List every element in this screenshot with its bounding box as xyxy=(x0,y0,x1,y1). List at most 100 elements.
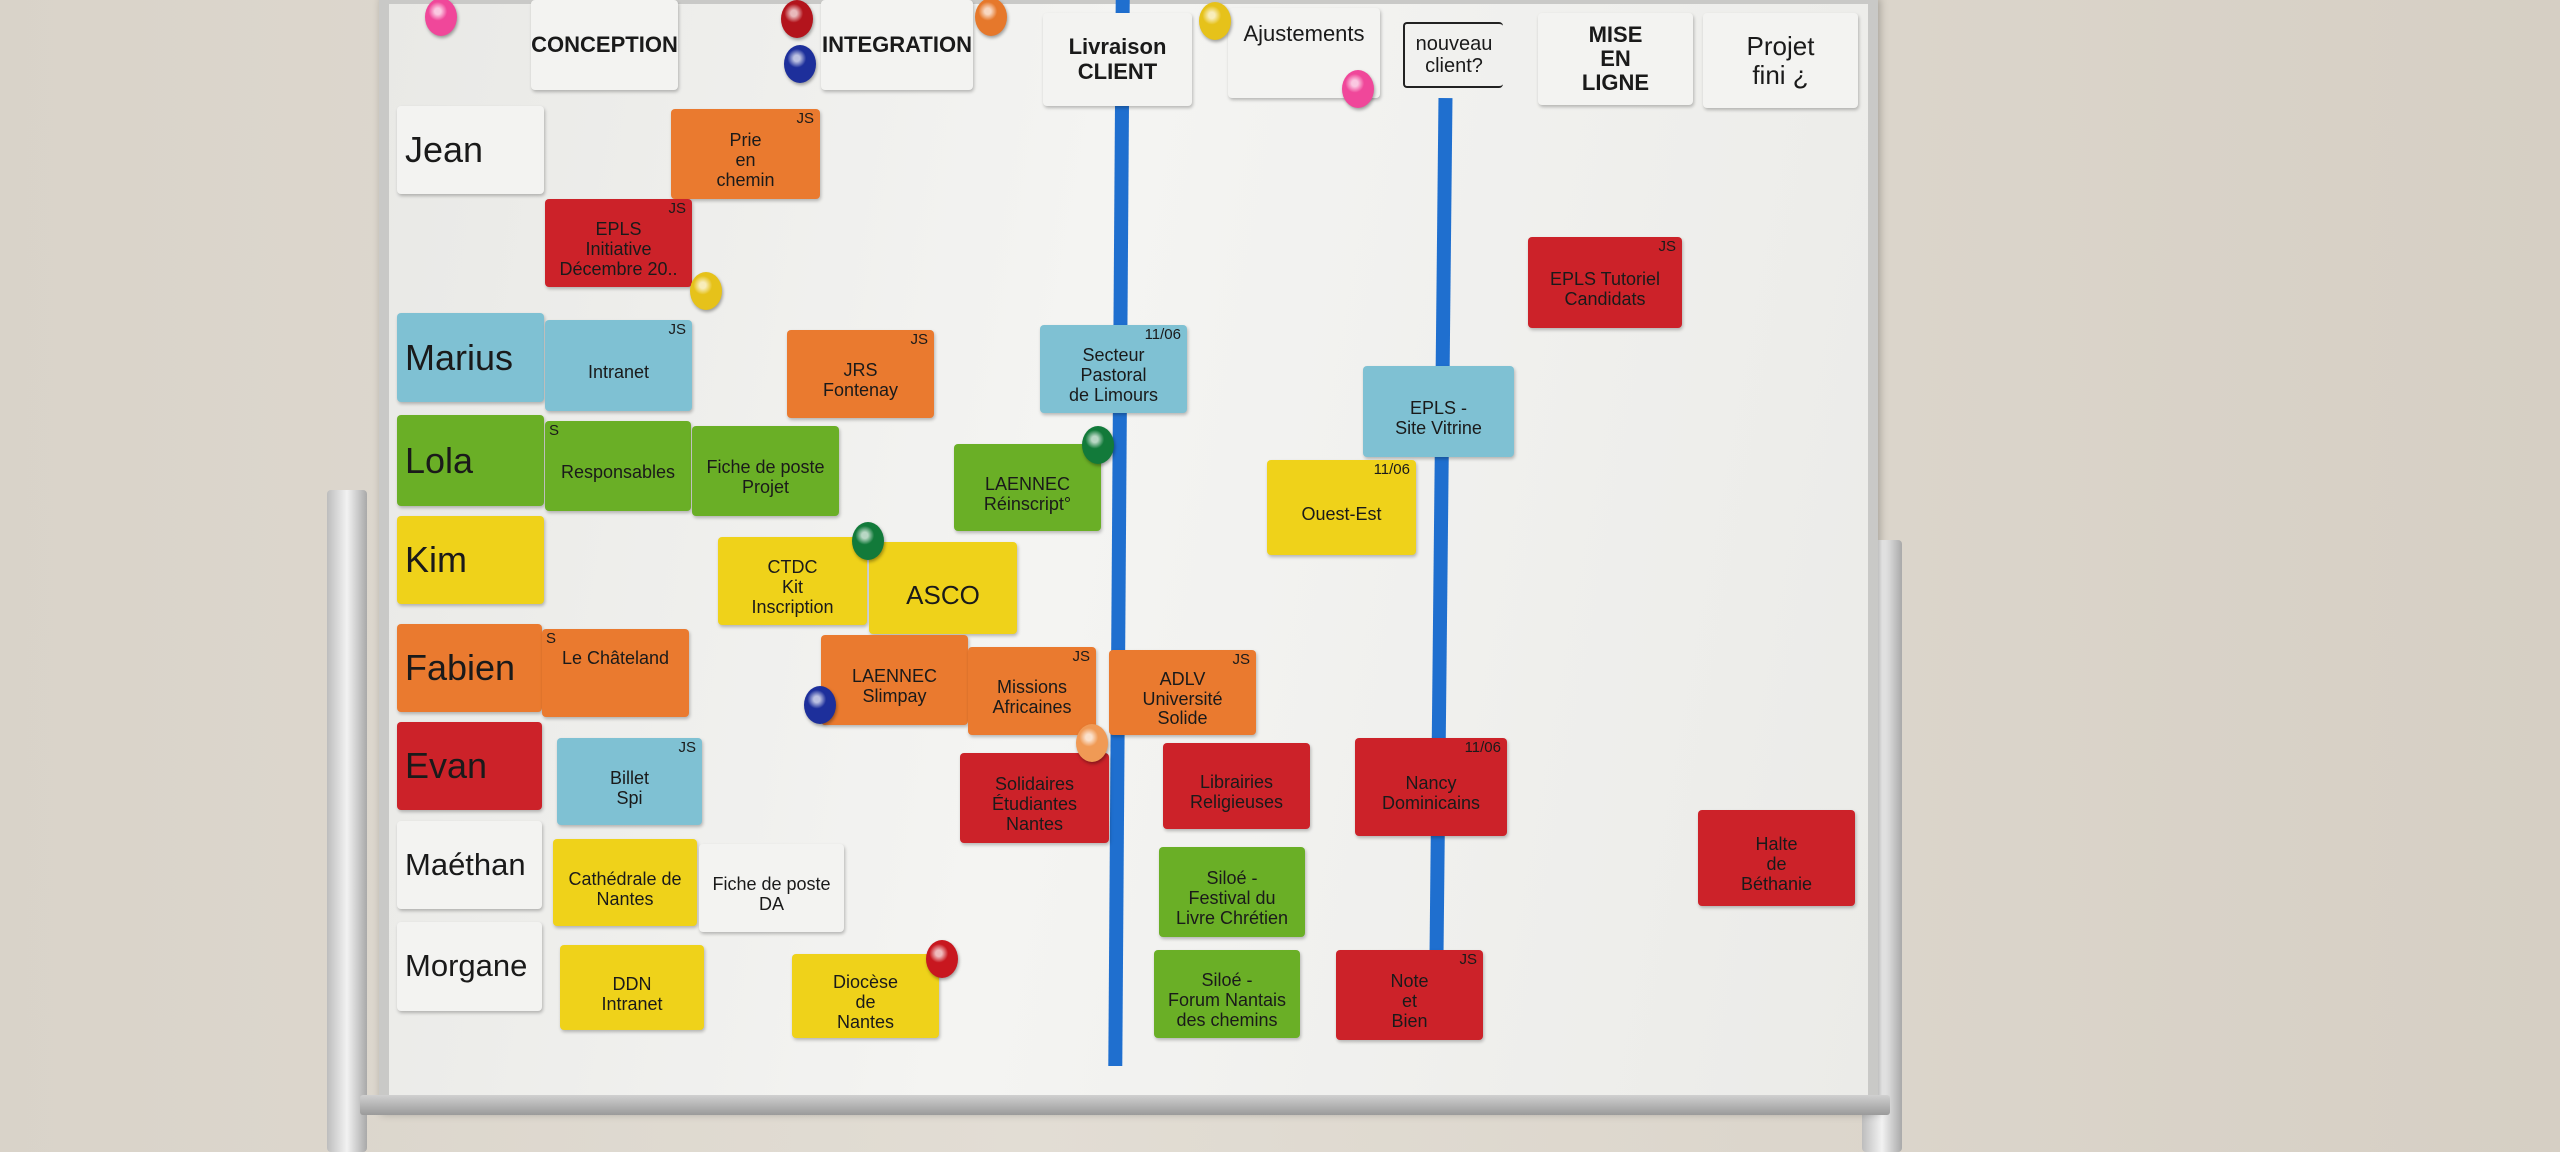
card-text: EPLS - Site Vitrine xyxy=(1395,397,1482,438)
task-card: Secteur Pastoral de Limours 11/06 xyxy=(1040,325,1187,413)
card-tag: JS xyxy=(1072,648,1090,665)
red-magnet xyxy=(781,0,813,38)
person-label-kim: Kim xyxy=(397,516,544,604)
column-header-integration: INTEGRATION xyxy=(821,0,973,90)
card-text: Billet Spi xyxy=(609,767,649,808)
stand-leg-left xyxy=(327,490,367,1152)
task-card: Cathédrale de Nantes xyxy=(553,839,697,926)
column-header-nouveau-client: nouveau client? xyxy=(1403,22,1503,88)
card-tag: JS xyxy=(910,331,928,348)
card-tag: S xyxy=(549,422,560,439)
task-card: Librairies Religieuses xyxy=(1163,743,1310,829)
orange-magnet xyxy=(975,0,1007,36)
card-text: Solidaires Étudiantes Nantes xyxy=(991,774,1078,834)
task-card: CTDC Kit Inscription xyxy=(718,537,867,625)
person-label-evan: Evan xyxy=(397,722,542,810)
task-card: Nancy Dominicains 11/06 xyxy=(1355,738,1507,836)
orange-magnet xyxy=(1076,724,1108,762)
person-label-maethan: Maéthan xyxy=(397,821,542,909)
task-card: ASCO xyxy=(869,542,1017,634)
card-text: Prie en chemin xyxy=(716,130,775,190)
marker-tray xyxy=(360,1095,1890,1115)
person-label-lola: Lola xyxy=(397,415,544,506)
pink-magnet xyxy=(1342,70,1374,108)
task-card: Diocèse de Nantes xyxy=(792,954,939,1038)
card-text: DDN Intranet xyxy=(601,973,663,1014)
task-card: Halte de Béthanie xyxy=(1698,810,1855,906)
card-text: Fiche de poste DA xyxy=(712,874,831,914)
blue-magnet xyxy=(804,686,836,724)
pink-magnet xyxy=(425,0,457,36)
card-tag: 11/06 xyxy=(1464,739,1501,756)
task-card: Prie en chemin JS xyxy=(671,109,820,199)
column-header-livraison-client: Livraison CLIENT xyxy=(1043,13,1192,106)
card-text: LAENNEC Réinscript° xyxy=(983,473,1072,514)
card-text: Librairies Religieuses xyxy=(1189,772,1284,812)
green-magnet xyxy=(1082,426,1114,464)
column-header-projet-fini: Projet fini ¿ xyxy=(1703,13,1858,108)
green-magnet xyxy=(852,522,884,560)
card-text: Halte de Béthanie xyxy=(1740,834,1813,894)
card-text: Note et Bien xyxy=(1390,971,1429,1031)
card-tag: 11/06 xyxy=(1144,326,1181,343)
task-card: Siloé - Forum Nantais des chemins xyxy=(1154,950,1300,1038)
person-label-fabien: Fabien xyxy=(397,624,542,712)
card-tag: S xyxy=(546,630,557,647)
card-text: ASCO xyxy=(906,579,980,610)
card-tag: 11/06 xyxy=(1373,461,1410,478)
blue-magnet xyxy=(784,45,816,83)
person-label-morgane: Morgane xyxy=(397,922,542,1011)
card-text: Ouest-Est xyxy=(1301,503,1382,524)
task-card: LAENNEC Slimpay xyxy=(821,635,968,725)
task-card: Billet Spi JS xyxy=(557,738,702,825)
card-text: JRS Fontenay xyxy=(822,360,899,400)
yellow-magnet xyxy=(690,272,722,310)
card-text: EPLS Initiative Décembre 20.. xyxy=(559,219,678,279)
card-text: CTDC Kit Inscription xyxy=(751,557,834,617)
task-card: LAENNEC Réinscript° xyxy=(954,444,1101,531)
task-card: Ouest-Est 11/06 xyxy=(1267,460,1416,555)
task-card: Solidaires Étudiantes Nantes xyxy=(960,753,1109,843)
card-tag: JS xyxy=(668,321,686,338)
card-text: Intranet xyxy=(587,361,650,382)
card-text: Nancy Dominicains xyxy=(1381,773,1481,813)
column-header-mise-en-ligne: MISE EN LIGNE xyxy=(1538,13,1693,105)
column-header-conception: CONCEPTION xyxy=(531,0,678,90)
card-text: LAENNEC Slimpay xyxy=(851,666,938,706)
task-card: JRS Fontenay JS xyxy=(787,330,934,418)
card-text: Le Châteland xyxy=(561,648,670,668)
task-card: DDN Intranet xyxy=(560,945,704,1030)
card-tag: JS xyxy=(668,200,686,217)
card-tag: JS xyxy=(678,739,696,756)
card-tag: JS xyxy=(796,110,814,127)
card-tag: JS xyxy=(1658,238,1676,255)
red-magnet xyxy=(926,940,958,978)
card-tag: JS xyxy=(1232,651,1250,668)
card-text: Responsables xyxy=(560,462,676,483)
task-card: Responsables S xyxy=(545,421,691,511)
card-text: Siloé - Festival du Livre Chrétien xyxy=(1175,868,1289,928)
card-text: Secteur Pastoral de Limours xyxy=(1068,345,1159,405)
card-text: Cathédrale de Nantes xyxy=(568,868,682,909)
card-text: Diocèse de Nantes xyxy=(832,972,899,1032)
card-text: Siloé - Forum Nantais des chemins xyxy=(1167,970,1287,1030)
task-card: EPLS Tutoriel Candidats JS xyxy=(1528,237,1682,328)
task-card: Fiche de poste Projet xyxy=(692,426,839,516)
task-card: EPLS - Site Vitrine xyxy=(1363,366,1514,457)
task-card: Siloé - Festival du Livre Chrétien xyxy=(1159,847,1305,937)
task-card: Fiche de poste DA xyxy=(699,844,844,932)
task-card: Intranet JS xyxy=(545,320,692,411)
task-card: EPLS Initiative Décembre 20.. JS xyxy=(545,199,692,287)
card-text: EPLS Tutoriel Candidats xyxy=(1549,268,1661,309)
card-tag: JS xyxy=(1459,951,1477,968)
person-label-jean: Jean xyxy=(397,106,544,194)
card-text: Missions Africaines xyxy=(992,677,1072,717)
task-card: ADLV Université Solide JS xyxy=(1109,650,1256,735)
task-card: Note et Bien JS xyxy=(1336,950,1483,1040)
card-text: Fiche de poste Projet xyxy=(706,457,825,497)
yellow-magnet xyxy=(1199,2,1231,40)
person-label-marius: Marius xyxy=(397,313,544,402)
card-text: ADLV Université Solide xyxy=(1142,668,1223,729)
